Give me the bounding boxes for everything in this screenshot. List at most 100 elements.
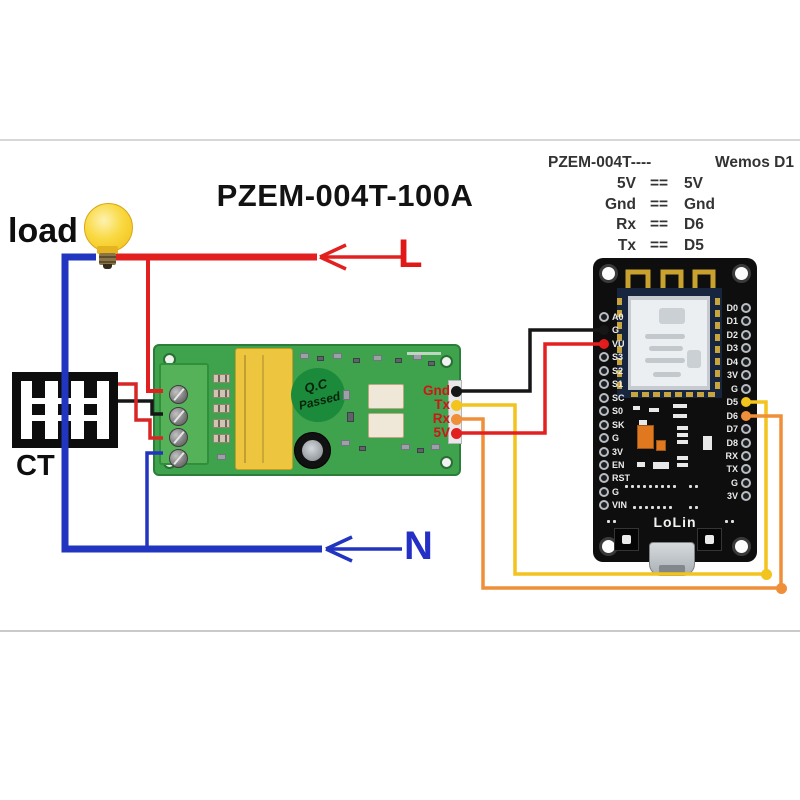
pin-label-d8: D8 <box>726 437 738 448</box>
pzem-pin-label-tx: Tx <box>434 397 450 412</box>
pin-s2 <box>599 365 609 376</box>
mounting-hole <box>440 355 453 368</box>
terminal-screw-1 <box>169 385 188 404</box>
pin-d2 <box>741 329 751 340</box>
live-tap-wire <box>146 257 163 393</box>
pin-d1 <box>741 316 751 327</box>
pin-sk <box>599 419 609 430</box>
pin-mapping-table: PZEM-004T---- Wemos D1 5V == 5V Gnd == G… <box>548 154 794 257</box>
mounting-hole <box>440 456 453 469</box>
pin-label-g: G <box>730 383 738 394</box>
pin-g <box>741 383 751 394</box>
pin-d0 <box>741 303 751 313</box>
pin-d3 <box>741 343 751 354</box>
pin-g <box>599 486 609 497</box>
ct-lead-red <box>118 382 163 440</box>
pzem-pin-dot-tx <box>451 399 462 411</box>
pin-label-3v: 3V <box>612 446 624 457</box>
live-label: L <box>398 232 423 276</box>
pin-label-g: G <box>612 325 620 336</box>
live-arrow-head <box>319 255 347 271</box>
frame-bottom-line <box>0 630 800 632</box>
pin-s0 <box>599 406 609 417</box>
pin-label-d0: D0 <box>726 303 738 313</box>
pin-s3 <box>599 352 609 363</box>
smd-component <box>656 440 666 451</box>
live-arrow-head <box>319 243 347 259</box>
reset-button <box>697 528 722 551</box>
page-title: PZEM-004T-100A <box>216 178 474 213</box>
tx-wire-corner-dot <box>761 569 772 580</box>
pinmap-header-left: PZEM-004T---- <box>548 154 652 171</box>
ct-label: CT <box>16 450 55 482</box>
resistor <box>213 374 230 383</box>
pin-label-s3: S3 <box>612 352 624 363</box>
pin-label-3v: 3V <box>726 370 738 381</box>
pin-label-3v: 3V <box>726 491 738 502</box>
pinmap-row: Gnd == Gnd <box>605 195 715 213</box>
load-label: load <box>8 212 78 250</box>
pin-sc <box>599 392 609 403</box>
electrolytic-capacitor <box>294 432 331 469</box>
rx-wire <box>457 414 783 590</box>
pin-3v <box>741 491 751 502</box>
ct-lead-black <box>118 399 163 416</box>
micro-usb-port <box>649 542 695 576</box>
mounting-hole <box>732 537 751 556</box>
pzem-pin-label-5v: 5V <box>433 425 450 440</box>
pinmap-header-right: Wemos D1 <box>715 154 794 171</box>
gnd-wire <box>457 328 604 393</box>
tx-wire <box>457 400 768 576</box>
pzem-board: Q.C Passed <box>153 344 462 476</box>
pin-label-rst: RST <box>612 473 630 484</box>
pin-g <box>741 477 751 488</box>
neutral-label: N <box>404 524 433 568</box>
resistor <box>213 419 230 428</box>
pin-3v <box>741 370 751 381</box>
neutral-arrow-head <box>325 535 353 551</box>
pin-tx <box>741 464 751 475</box>
pin-label-sk: SK <box>612 419 625 430</box>
pin-label-vu: VU <box>612 338 625 349</box>
pin-d8 <box>741 437 751 448</box>
neutral-wire <box>61 253 322 553</box>
neutral-arrow-head <box>325 547 353 563</box>
pzem-pin-dot-rx <box>451 413 462 425</box>
voltage-transformer <box>235 348 293 470</box>
pin-label-g: G <box>730 477 738 488</box>
pin-label-d4: D4 <box>726 356 738 367</box>
resistor <box>213 434 230 443</box>
pin-a0 <box>599 312 609 322</box>
pin-rst <box>599 473 609 484</box>
neutral-tap-wire <box>145 451 163 546</box>
pin-label-vin: VIN <box>612 500 628 511</box>
pzem-pin-label-rx: Rx <box>432 411 450 426</box>
pin-en <box>599 459 609 470</box>
pin-d7 <box>741 424 751 435</box>
pin-label-rx: RX <box>725 450 738 461</box>
pin-label-d2: D2 <box>726 329 738 340</box>
terminal-screw-3 <box>169 428 188 447</box>
rx-wire-corner-dot <box>776 583 787 594</box>
pinmap-row: 5V == 5V <box>617 175 703 192</box>
pin-label-g: G <box>612 486 620 497</box>
pin-label-d1: D1 <box>726 316 738 327</box>
module-label <box>631 300 707 386</box>
pzem-pin-dot-5v <box>451 427 462 439</box>
pzem-pin-dot-gnd <box>451 385 462 397</box>
terminal-screw-4 <box>169 449 188 468</box>
mounting-hole <box>732 264 751 283</box>
pinmap-row: Tx == D5 <box>617 236 704 254</box>
smd-component <box>637 425 654 449</box>
component-block <box>368 413 404 438</box>
pinmap-row: Rx == D6 <box>616 216 704 233</box>
pin-label-g: G <box>612 433 620 444</box>
pin-label-s0: S0 <box>612 406 624 417</box>
pin-label-d3: D3 <box>726 343 738 354</box>
pin-label-s1: S1 <box>612 379 624 390</box>
frame-top-line <box>0 139 800 141</box>
component-block <box>368 384 404 409</box>
pin-s1 <box>599 379 609 390</box>
terminal-screw-2 <box>169 407 188 426</box>
wifi-antenna-icon <box>625 269 716 300</box>
